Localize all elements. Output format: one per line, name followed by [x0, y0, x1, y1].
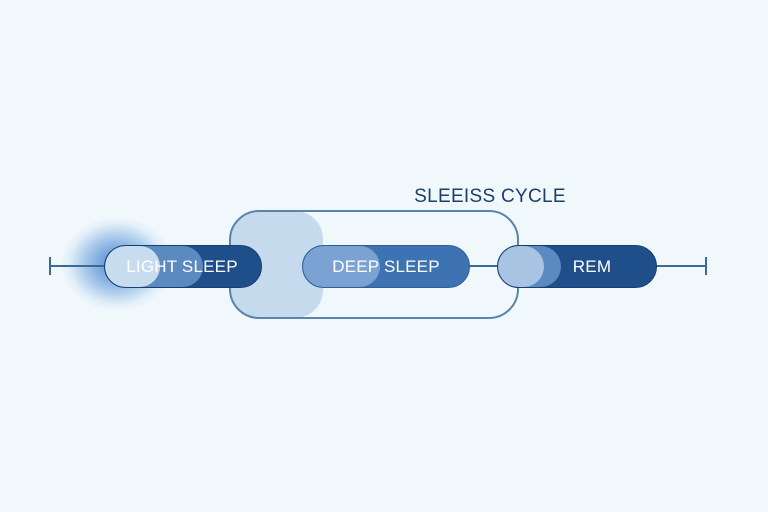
stage-deep-sleep: DEEP SLEEP — [302, 245, 470, 288]
timeline-end-cap — [705, 257, 707, 275]
stage-light-sleep: LIGHT SLEEP — [104, 245, 262, 288]
stage-label: REM — [572, 256, 612, 276]
stage-label: DEEP SLEEP — [332, 256, 440, 276]
stage-label: LIGHT SLEEP — [126, 256, 238, 276]
timeline-start-cap — [49, 257, 51, 275]
cycle-title: SLEEISS CYCLE — [414, 186, 566, 207]
stage-rem: REM — [497, 245, 657, 288]
pill-shade — [303, 246, 380, 287]
pill-highlight — [105, 246, 160, 287]
pill-highlight — [498, 246, 544, 287]
